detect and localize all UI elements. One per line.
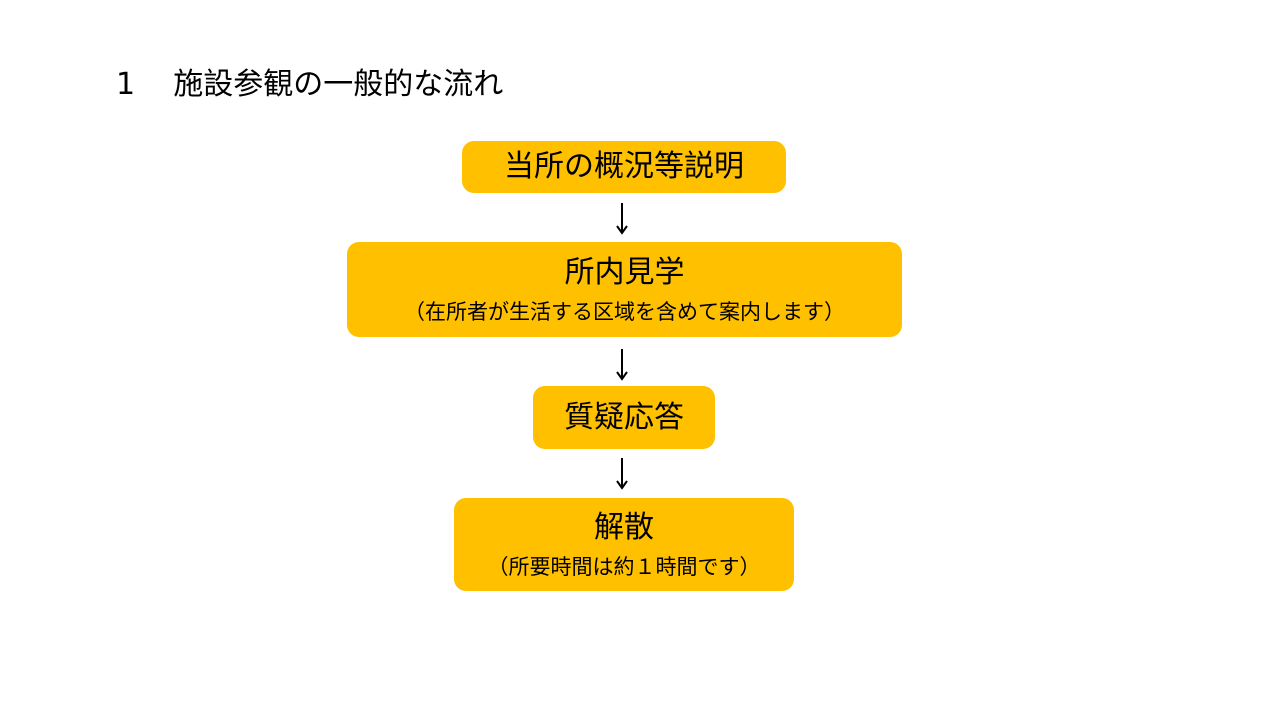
title-text: 施設参観の一般的な流れ	[173, 67, 504, 102]
step-note: （所要時間は約１時間です）	[487, 554, 761, 579]
step-dismissal: 解散 （所要時間は約１時間です）	[454, 498, 794, 591]
step-tour: 所内見学 （在所者が生活する区域を含めて案内します）	[347, 242, 902, 337]
step-overview: 当所の概況等説明	[462, 141, 786, 193]
arrow-down-icon	[616, 203, 628, 235]
arrow-down-icon	[616, 458, 628, 490]
step-label: 当所の概況等説明	[504, 149, 744, 184]
step-label: 解散	[594, 509, 654, 545]
slide-title: 1 施設参観の一般的な流れ	[116, 66, 503, 104]
step-note: （在所者が生活する区域を含めて案内します）	[404, 299, 845, 324]
step-qa: 質疑応答	[533, 386, 715, 449]
arrow-down-icon	[616, 349, 628, 381]
step-label: 所内見学	[564, 254, 685, 290]
step-label: 質疑応答	[564, 399, 684, 435]
title-number: 1	[116, 67, 136, 102]
